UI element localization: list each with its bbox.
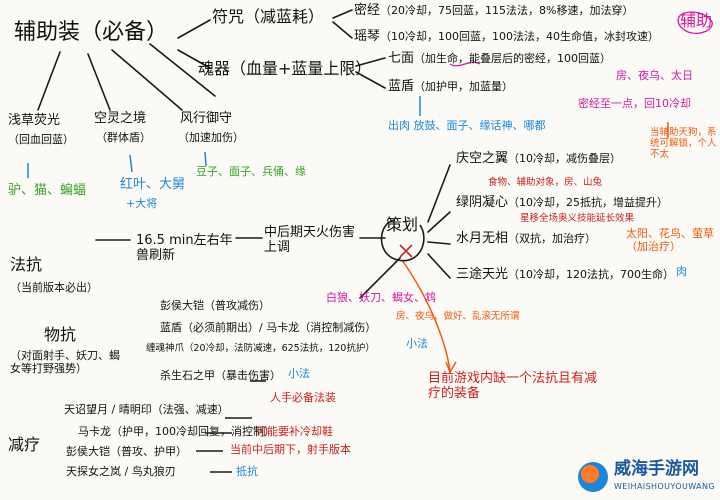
head-magres-sub: （当前版本必出） xyxy=(10,281,98,294)
category-items-extra: +大将 xyxy=(126,197,158,210)
right-item-note: 太阳、花鸟、萤草（加治疗） xyxy=(626,227,714,253)
magres-note: 房、夜乌、做好、乱滚无所谓 xyxy=(396,311,520,322)
item-desc: （10冷却，100回蓝，100法法，40生命值，冰封攻速） xyxy=(380,30,659,43)
category-items: 红叶、大舅 xyxy=(120,177,186,192)
item-desc: （20冷却，75回蓝，115法法，8%移速，加法穿） xyxy=(380,4,634,17)
item-name: 蓝盾 xyxy=(388,79,415,94)
center-left: 16.5 min左右年兽刷新 xyxy=(136,233,233,263)
head-magres: 法抗 xyxy=(10,255,43,274)
category-title: 空灵之境 xyxy=(94,111,147,126)
item-desc: （双抗，加治疗） xyxy=(508,232,597,245)
side-note: 辅助 xyxy=(680,11,713,30)
item-name: 瑶琴 xyxy=(354,29,381,44)
item-name: 七面 xyxy=(388,51,415,66)
magres-note: 小法 xyxy=(406,337,428,350)
soul-item: 蓝盾（加护甲，加蓝量） xyxy=(388,79,514,95)
right-item: 绿阴凝心（10冷却，25抵抗，增益提升） xyxy=(456,195,669,211)
soul-item-note: 密经至一点，回10冷却 xyxy=(578,97,691,110)
soul-item-note: 房、夜乌、太日 xyxy=(616,69,693,82)
magres-item: 杀生石之甲（暴击伤害） xyxy=(160,369,281,382)
head-heal: 减疗 xyxy=(8,435,41,454)
right-item-note: 肉 xyxy=(676,265,687,278)
heal-note: 人手必备法装 xyxy=(270,391,336,404)
talisman-item: 密经（20冷却，75回蓝，115法法，8%移速，加法穿） xyxy=(354,3,634,19)
item-name: 密经 xyxy=(354,3,381,18)
heal-item: 彭侯大铠（普攻、护甲） xyxy=(66,445,187,458)
watermark-logo-icon xyxy=(578,462,608,492)
magres-item: 蓝盾（必须前期出）/ 马卡龙（消控制减伤） xyxy=(160,321,377,334)
soul-bottom-note: 出肉 放鼓、面子、缘话神、哪都 xyxy=(388,119,546,132)
heal-item: 马卡龙（护甲，100冷却回复，消控制） xyxy=(78,425,275,438)
branch-soul: 魂器（血量+蓝量上限） xyxy=(198,59,372,78)
category-title: 浅草荧光 xyxy=(8,113,61,128)
heal-item: 天诏望月 / 晴明印（法强、减速） xyxy=(64,403,229,416)
branch-talisman: 符咒（减蓝耗） xyxy=(212,7,325,26)
diagram-title: 辅助装（必备） xyxy=(14,20,169,45)
heal-item: 天探女之岚 / 鸟丸狼刃 xyxy=(66,465,176,478)
head-physres-sub: （对面射手、妖刀、蝎女等打野强势） xyxy=(10,349,120,375)
heal-note: 当前中后期下，射手版本 xyxy=(230,443,351,456)
head-physres: 物抗 xyxy=(44,325,77,344)
item-desc: （10冷却，25抵抗，增益提升） xyxy=(508,196,669,209)
right-item-note: 星移全场奥义技能延长效果 xyxy=(520,213,635,224)
watermark-en: WEIHAISHOUYOUWANG xyxy=(614,482,715,491)
center-mid: 中后期天火伤害上调 xyxy=(264,225,356,255)
item-name: 水月无相 xyxy=(456,231,509,246)
category-items: 豆子、面子、兵俑、缘 xyxy=(196,165,306,178)
watermark-cn: 威海手游网 xyxy=(614,459,699,479)
right-item: 庆空之翼（10冷却，减伤叠层） xyxy=(456,151,622,167)
item-name: 三途天光 xyxy=(456,267,509,282)
category-sub: （群体盾） xyxy=(96,131,151,144)
talisman-item: 瑶琴（10冷却，100回蓝，100法法，40生命值，冰封攻速） xyxy=(354,29,659,45)
magres-item: 缠魂神爪（20冷却，法防减速，625法抗，120抗护） xyxy=(146,343,375,354)
category-title: 风行御守 xyxy=(180,111,233,126)
heal-note: 可能要补冷却鞋 xyxy=(256,425,333,438)
category-sub: （加速加伤） xyxy=(178,131,244,144)
right-item-note: 食物、辅助对象，房、山兔 xyxy=(488,177,603,188)
item-desc: （10冷却，120法抗，700生命） xyxy=(508,268,675,281)
right-top-note: 当辅助天狗，系统可解锁，个人不太 xyxy=(650,127,717,160)
magres-item: 彭侯大铠（普攻减伤） xyxy=(160,299,270,312)
item-desc: （加护甲，加蓝量） xyxy=(414,80,514,93)
right-item: 水月无相（双抗，加治疗） xyxy=(456,231,597,247)
item-desc: （10冷却，减伤叠层） xyxy=(508,152,622,165)
magres-note: 白狼、妖刀、蝎女、鸩 xyxy=(326,291,436,304)
right-item: 三途天光（10冷却，120法抗，700生命） xyxy=(456,267,675,283)
item-name: 绿阴凝心 xyxy=(456,195,509,210)
watermark: 威海手游网 WEIHAISHOUYOUWANG xyxy=(576,458,716,498)
center-note: 目前游戏内缺一个法抗且有减疗的装备 xyxy=(428,371,598,401)
soul-item: 七面（加生命，能叠层后的密经，100回蓝） xyxy=(388,51,612,67)
heal-note: 抵抗 xyxy=(236,465,258,478)
magres-note: 小法 xyxy=(288,367,310,380)
category-sub: （回血回蓝） xyxy=(8,133,74,146)
item-desc: （加生命，能叠层后的密经，100回蓝） xyxy=(414,52,612,65)
item-name: 庆空之翼 xyxy=(456,151,509,166)
category-items: 驴、猫、蝙蝠 xyxy=(8,183,87,198)
center-label: 策划 xyxy=(386,215,419,234)
